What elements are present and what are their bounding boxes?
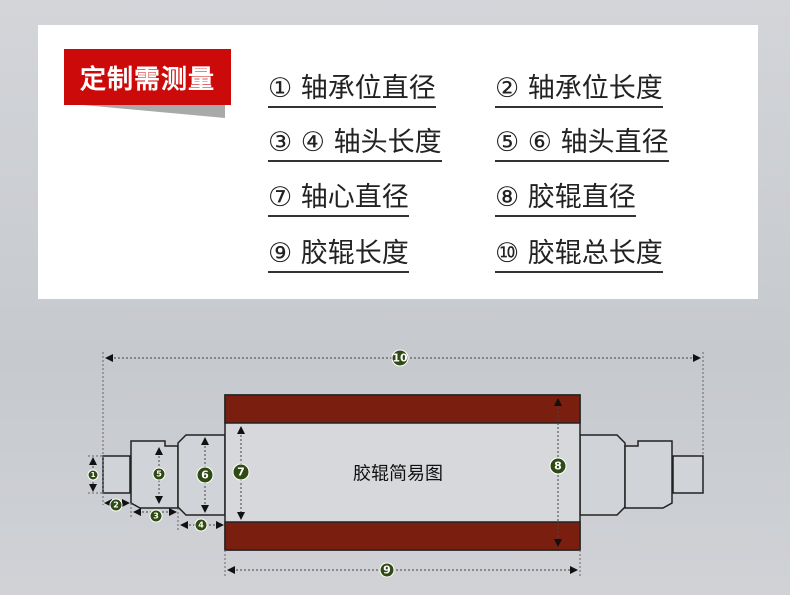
measure-item: ⑧ 胶辊直径 — [495, 181, 636, 217]
marker-2: 2 — [113, 501, 119, 510]
marker-9: 9 — [383, 564, 391, 577]
measure-item: ⑩ 胶辊总长度 — [495, 237, 663, 273]
measure-item: ② 轴承位长度 — [495, 72, 663, 108]
measure-item: ⑨ 胶辊长度 — [268, 237, 409, 273]
right-shaft-neck — [579, 434, 626, 516]
rubber-bottom — [224, 521, 581, 551]
marker-1: 1 — [91, 471, 96, 479]
right-shaft-step — [624, 440, 673, 509]
marker-5: 5 — [156, 470, 162, 479]
measure-item: ③ ④ 轴头长度 — [268, 126, 442, 162]
marker-4: 4 — [198, 521, 204, 530]
marker-7: 7 — [237, 466, 245, 479]
title-badge: 定制需测量 — [64, 49, 231, 105]
marker-3: 3 — [153, 512, 159, 521]
right-journal — [672, 455, 704, 494]
measure-item: ⑤ ⑥ 轴头直径 — [495, 126, 669, 162]
rubber-top — [224, 394, 581, 424]
marker-10: 10 — [392, 352, 408, 365]
marker-6: 6 — [201, 469, 209, 482]
diagram-title: 胶辊简易图 — [353, 464, 443, 485]
measure-item: ① 轴承位直径 — [268, 72, 436, 108]
measure-item: ⑦ 轴心直径 — [268, 181, 409, 217]
left-journal — [102, 455, 131, 494]
marker-8: 8 — [554, 460, 562, 473]
